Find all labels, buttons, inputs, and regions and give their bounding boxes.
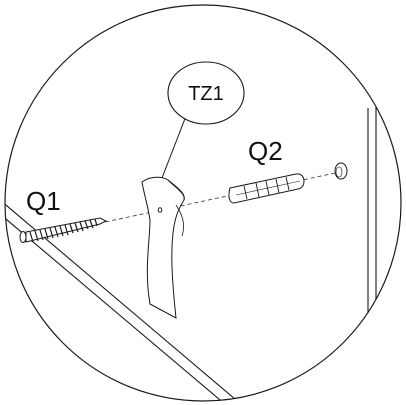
bracket-icon (141, 176, 185, 319)
bracket-label: TZ1 (188, 83, 224, 105)
detail-contents (5, 100, 377, 401)
wall-hole-icon (334, 162, 348, 180)
wall-anchor-icon (228, 173, 305, 204)
screw-label: Q1 (26, 186, 61, 216)
anchor-label: Q2 (248, 136, 283, 166)
screw-icon (19, 217, 108, 243)
callout-leader-line (161, 115, 187, 179)
callout-bubble (167, 61, 245, 125)
